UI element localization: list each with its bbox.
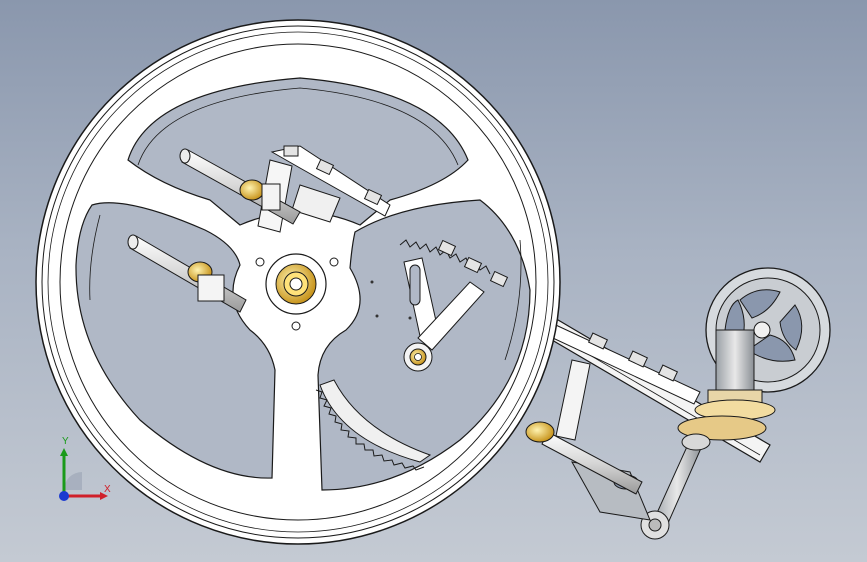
right-arm[interactable] — [525, 319, 701, 495]
internal-mechanism[interactable] — [315, 239, 491, 471]
triad-x-label: X — [104, 484, 111, 495]
coordinate-triad: Y X — [52, 436, 116, 504]
connecting-rod[interactable] — [640, 433, 711, 540]
guide-shaft-upper[interactable] — [179, 148, 301, 225]
triad-y-label: Y — [62, 436, 69, 447]
triad-graphic — [59, 448, 108, 501]
column-post[interactable] — [677, 329, 776, 441]
frame-bolts[interactable] — [437, 239, 509, 288]
flywheel-hub[interactable] — [255, 253, 339, 331]
guide-shaft-lower[interactable] — [127, 234, 247, 313]
